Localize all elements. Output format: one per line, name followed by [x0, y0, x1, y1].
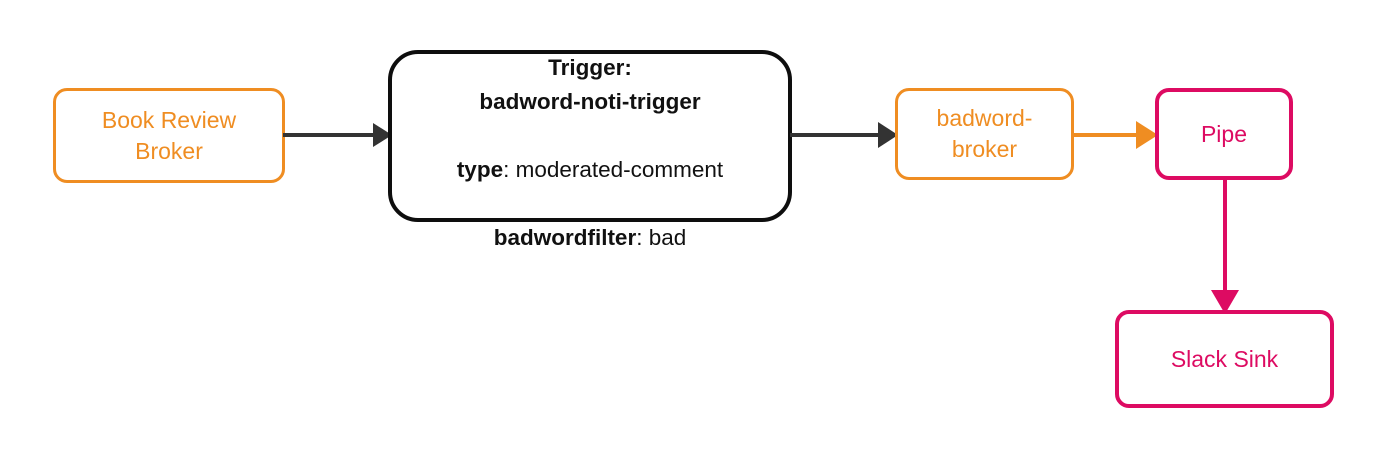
trigger-line-3-sep: :	[636, 225, 649, 251]
node-slack-sink-label: Slack Sink	[1170, 345, 1279, 372]
trigger-line-1-value: badword-noti-trigger	[479, 88, 701, 114]
trigger-line-2-key: type	[456, 157, 504, 183]
arrowhead-icon	[878, 122, 898, 148]
edge-badword-broker-to-pipe	[1072, 121, 1158, 149]
node-pipe[interactable]: Pipe	[1155, 88, 1293, 180]
trigger-line-1-key: Trigger:	[548, 54, 632, 80]
trigger-line-3: badwordfilter: bad	[494, 225, 687, 250]
node-book-review-broker[interactable]: Book Review Broker	[53, 88, 285, 183]
node-book-review-broker-label: Book Review Broker	[101, 106, 237, 164]
node-slack-sink[interactable]: Slack Sink	[1115, 310, 1334, 408]
trigger-line-3-key: badwordfilter	[493, 225, 637, 251]
node-trigger-label: Trigger: badword-noti-trigger type: mode…	[392, 16, 788, 255]
node-badword-broker[interactable]: badword- broker	[895, 88, 1074, 180]
node-badword-broker-label: badword- broker	[936, 105, 1033, 162]
trigger-line-3-value: bad	[648, 225, 687, 251]
node-pipe-label: Pipe	[1200, 120, 1248, 147]
edge-trigger-to-badword-broker	[790, 122, 898, 148]
edge-pipe-to-slack-sink	[1211, 176, 1239, 314]
trigger-line-1: Trigger: badword-noti-trigger	[479, 55, 700, 114]
arrowhead-icon	[1136, 121, 1158, 149]
trigger-line-2: type: moderated-comment	[457, 157, 723, 182]
arrowhead-icon	[373, 123, 392, 147]
arrowhead-icon	[1211, 290, 1239, 314]
node-trigger[interactable]: Trigger: badword-noti-trigger type: mode…	[388, 50, 792, 250]
trigger-line-2-value: moderated-comment	[515, 157, 724, 183]
trigger-line-2-sep: :	[503, 157, 516, 183]
edge-book-review-broker-to-trigger	[283, 123, 392, 147]
